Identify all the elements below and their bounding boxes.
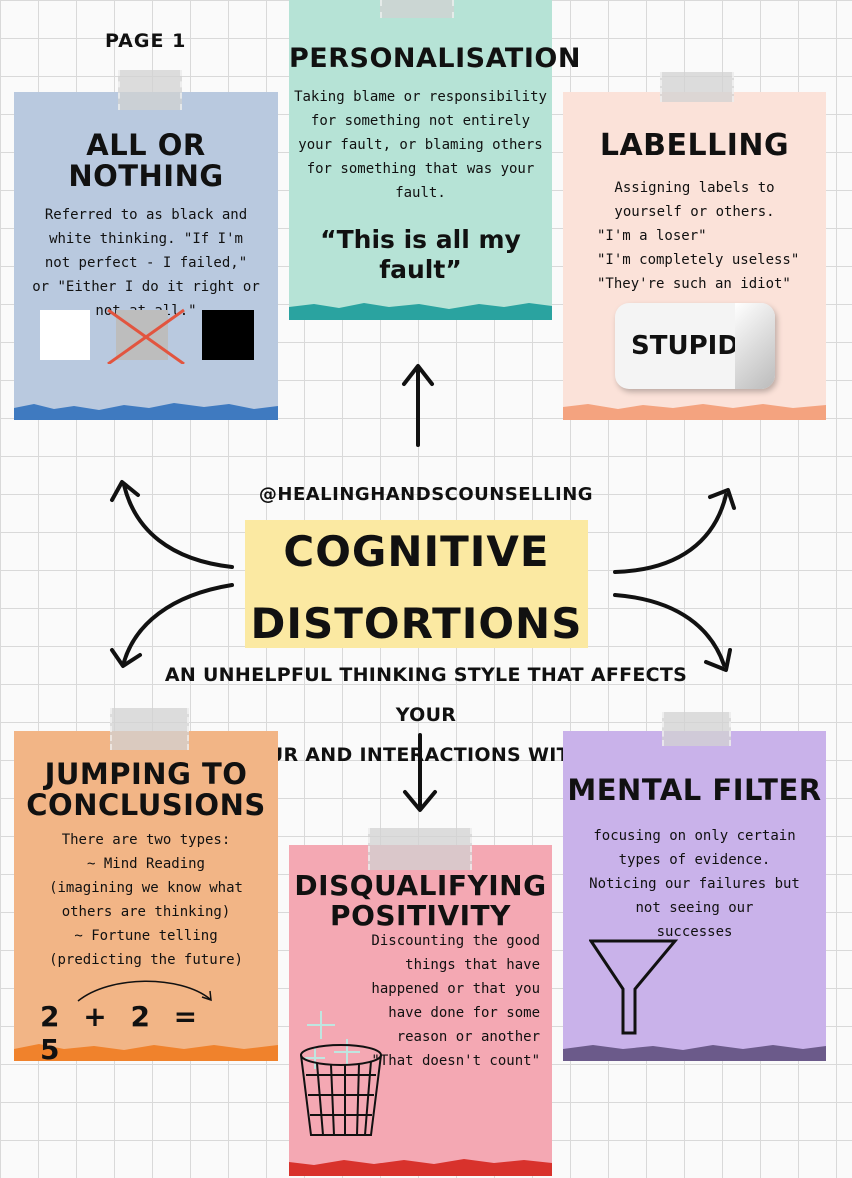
tape [118,70,182,110]
torn-edge [289,303,552,320]
main-title-line: COGNITIVE [283,527,550,576]
sticker-curl [735,303,775,389]
tape [660,72,734,102]
card-line: Taking blame or responsibility [294,89,547,106]
card-line: Assigning labels to [614,180,775,197]
card-personalisation: PERSONALISATION Taking blame or responsi… [289,0,581,320]
card-line: (predicting the future) [49,951,243,968]
card-quote: “This is all my fault” [320,225,521,285]
card-line: focusing on only certain [593,828,796,845]
torn-edge [563,404,826,420]
card-jumping-to-conclusions: JUMPING TO CONCLUSIONS There are two typ… [14,731,278,1061]
subtitle-line: BEHAVIOUR AND INTERACTIONS WITH OTHERS [170,744,682,766]
card-line: "They're such an idiot" [597,276,791,293]
card-line: for something not entirely [310,113,531,130]
card-line: types of evidence. [618,852,771,869]
card-line: There are two types: [61,831,231,848]
funnel-icon [589,939,679,1035]
card-line: have done for some [388,1005,540,1022]
main-title-line: DISTORTIONS [250,599,583,648]
card-line: (imagining we know what [49,879,243,896]
sticker-label: STUPID [631,331,739,361]
tape [368,828,472,870]
black-white-squares-icon [40,308,254,364]
card-line: "I'm a loser" [597,228,707,245]
card-mental-filter: MENTAL FILTER focusing on only certain t… [563,731,826,1061]
card-title: DISQUALIFYING POSITIVITY [289,869,552,933]
card-title-line: JUMPING TO [44,757,248,791]
card-line: or "Either I do it right or [32,278,260,295]
torn-edge [14,1044,278,1061]
peeling-sticker-icon: STUPID [615,303,775,389]
card-line: yourself or others. [614,204,775,221]
card-line: not seeing our [635,900,754,917]
card-line: white thinking. "If I'm [49,230,243,247]
tape [380,0,454,18]
tape [110,708,189,750]
card-disqualifying-positivity: DISQUALIFYING POSITIVITY Discounting the… [289,845,552,1176]
card-line: Noticing our failures but [589,876,800,893]
main-subtitle: AN UNHELPFUL THINKING STYLE THAT AFFECTS… [150,655,702,775]
card-title: LABELLING [599,128,790,163]
card-line: Referred to as black and [44,206,248,223]
card-line: others are thinking) [61,903,231,920]
card-line: ~ Mind Reading [86,855,205,872]
tape [662,712,731,746]
card-line: "That doesn't count" [371,1053,540,1070]
card-title: JUMPING TO CONCLUSIONS [14,757,278,823]
torn-edge [563,1045,826,1061]
equation-text: 2 + 2 = 5 [40,1000,200,1066]
page-label: PAGE 1 [105,30,187,52]
torn-edge [14,403,278,420]
main-title: COGNITIVE DISTORTIONS [245,520,588,648]
card-title-line: CONCLUSIONS [26,788,266,823]
card-line: things that have [405,957,540,974]
card-title-line: POSITIVITY [330,899,511,933]
card-title-line: DISQUALIFYING [294,869,547,902]
subtitle-line: AN UNHELPFUL THINKING STYLE THAT AFFECTS… [164,664,688,726]
card-line: not perfect - I failed," [44,254,248,271]
card-line: happened or that you [371,981,540,998]
social-handle: @HEALINGHANDSCOUNSELLING [258,484,594,505]
curved-arrow-icon [77,980,212,1002]
card-line: ~ Fortune telling [74,927,218,944]
card-line: for something that was your [306,161,535,178]
card-all-or-nothing: ALL OR NOTHING Referred to as black and … [14,92,278,420]
torn-edge [289,1159,552,1176]
card-labelling: LABELLING Assigning labels to yourself o… [563,92,826,420]
card-line: successes [656,924,733,941]
card-line: reason or another [396,1029,540,1046]
card-title: MENTAL FILTER [567,773,822,807]
card-line: "I'm completely useless" [597,252,800,269]
equation: 2 + 2 = 5 [40,1000,240,1066]
card-title: ALL OR NOTHING [68,128,224,194]
card-title: PERSONALISATION [289,43,581,74]
card-line: your fault, or blaming others [298,137,543,154]
card-line: Discounting the good [371,933,540,950]
waste-bin-icon [300,1011,382,1136]
card-line: fault. [395,185,446,202]
